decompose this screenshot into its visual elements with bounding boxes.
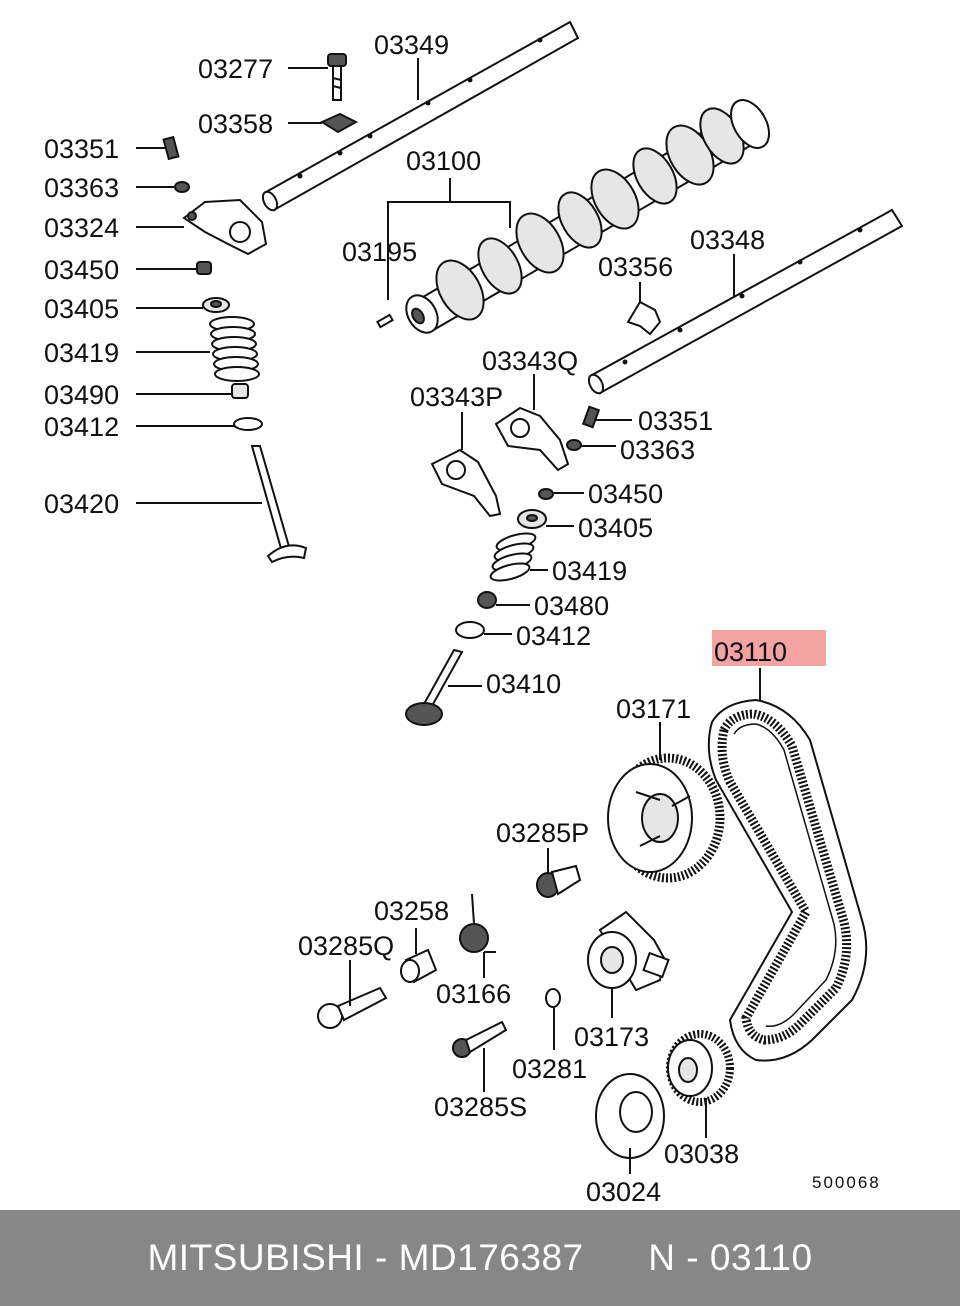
valve-03410 [405,648,464,726]
footer-caption: MITSUBISHI - MD176387 N - 03110 [147,1237,813,1278]
seal-03480 [477,591,497,609]
valve-03420 [250,445,308,564]
footer-bar: MITSUBISHI - MD176387 N - 03110 [0,1210,960,1306]
dowel-pin [376,313,394,329]
clamp-03356 [626,300,662,336]
label-03412-left: 03412 [44,412,119,442]
label-03100: 03100 [406,146,481,176]
washer-03281 [545,988,561,1008]
label-03351-right: 03351 [638,406,713,436]
timing-belt-03110 [707,698,868,1062]
camshaft [405,99,770,334]
adjusting-screw-03351-left [162,135,180,161]
bolt-03285q [317,986,388,1029]
label-03258: 03258 [374,896,449,926]
label-03490: 03490 [44,380,119,410]
nut-03363-left [174,181,190,193]
figure-code: 500068 [812,1173,881,1192]
nut-03363-right [566,439,582,451]
stopper-plate-03358 [319,112,359,134]
bolt-03285p [536,864,582,898]
label-03324: 03324 [44,213,119,243]
bolt-03277 [327,53,347,101]
label-03420: 03420 [44,489,119,519]
label-03038: 03038 [664,1139,739,1169]
label-03349: 03349 [374,30,449,60]
label-03363-right: 03363 [620,435,695,465]
label-03450-left: 03450 [44,255,119,285]
label-03480: 03480 [534,591,609,621]
cap-03450-right [538,488,554,500]
adjusting-screw-03351-right [581,405,601,429]
retainer-03405-left [202,297,230,313]
retainer-03405-right [517,509,547,529]
label-03173: 03173 [574,1022,649,1052]
label-03166: 03166 [436,979,511,1009]
label-03277: 03277 [198,54,273,84]
label-03110: 03110 [714,637,787,667]
spacer-03258 [400,948,438,984]
label-03419-left: 03419 [44,338,119,368]
rocker-arm-03343p [430,448,502,518]
label-03285p: 03285P [496,818,589,848]
label-03450-right: 03450 [588,479,663,509]
label-03171: 03171 [616,694,691,724]
parts-diagram: 03277 03349 03358 03351 03363 03324 0345… [44,20,904,1207]
label-03358: 03358 [198,109,273,139]
label-03410: 03410 [486,669,561,699]
label-03281: 03281 [512,1054,587,1084]
label-03351-left: 03351 [44,134,119,164]
rocker-arm-03324 [182,198,268,256]
label-03285s: 03285S [434,1092,527,1122]
label-03195: 03195 [342,237,417,267]
rocker-arm-03343q [494,406,570,472]
spring-03419-right [489,532,537,582]
label-03024: 03024 [586,1177,661,1207]
label-03412-right: 03412 [516,621,591,651]
label-03405-right: 03405 [578,513,653,543]
part-labels: 03277 03349 03358 03351 03363 03324 0345… [44,30,881,1207]
seal-03490 [231,383,249,399]
cap-03450-left [196,261,212,275]
flange-03024 [595,1073,665,1159]
label-03363-left: 03363 [44,173,119,203]
spring-03166 [459,893,496,953]
sprocket-03171 [607,753,725,883]
highlight-box [712,630,826,666]
spring-03419-left [209,316,260,382]
rocker-shaft-upper [261,20,580,212]
tensioner-03173 [587,910,670,992]
seat-03412-right [455,621,485,639]
rocker-shaft-lower [587,208,904,395]
crank-sprocket-03038 [666,1030,734,1106]
label-03419-right: 03419 [552,556,627,586]
label-03348: 03348 [690,225,765,255]
leader-lines [136,58,761,1174]
label-03343p: 03343P [410,382,503,412]
bolt-03285s [452,1020,508,1058]
label-03405-left: 03405 [44,294,119,324]
label-03343q: 03343Q [482,346,578,376]
label-03356: 03356 [598,252,673,282]
label-03285q: 03285Q [298,931,394,961]
seat-03412-left [233,417,263,431]
